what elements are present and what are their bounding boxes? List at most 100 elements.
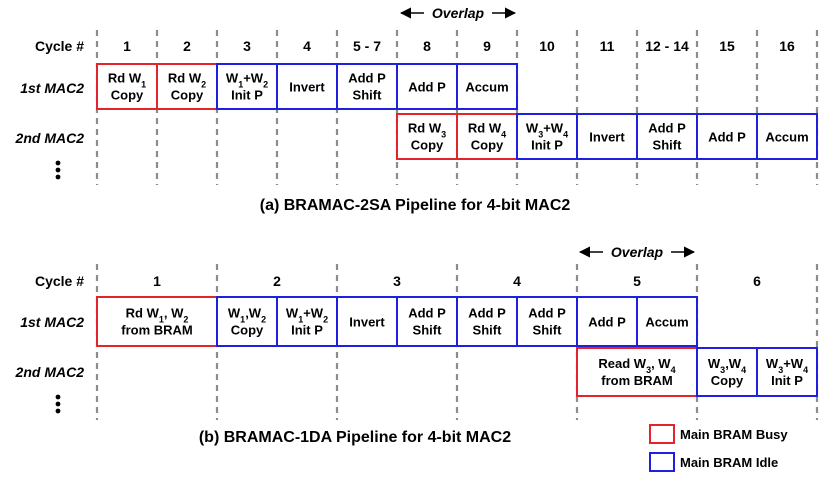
stage-label: Accum — [765, 130, 808, 145]
row-label-2nd-b: 2nd MAC2 — [15, 364, 85, 380]
legend: Main BRAM Busy Main BRAM Idle — [649, 424, 788, 472]
pipeline-stage: Invert — [336, 296, 398, 347]
stage-label: Shift — [653, 138, 683, 153]
stage-label: W1+W2 — [226, 71, 268, 90]
stage-box-idle — [216, 63, 278, 110]
stage-box-idle — [516, 296, 578, 347]
stage-label: Copy — [711, 373, 744, 388]
pipeline-stage: Invert — [576, 113, 638, 160]
stage-label: Rd W2 — [168, 71, 206, 90]
stage-label: Shift — [413, 323, 443, 338]
pipeline-stage: Accum — [456, 63, 518, 110]
stage-label: W1+W2 — [286, 306, 328, 325]
stage-label: Read W3, W4 — [598, 356, 675, 375]
stage-label: Init P — [531, 138, 563, 153]
cycle-number: 2 — [273, 273, 281, 289]
stage-label: W3,W4 — [708, 356, 746, 375]
stage-box-idle — [396, 296, 458, 347]
pipeline-stage: Add P Shift — [516, 296, 578, 347]
stage-box-idle — [216, 296, 278, 347]
stage-label: Add P — [468, 306, 506, 321]
stage-box-busy — [456, 113, 518, 160]
stage-label: W3+W4 — [526, 121, 568, 140]
cycle-number: 4 — [513, 273, 521, 289]
cycle-number: 9 — [483, 38, 491, 54]
stage-box-idle — [516, 113, 578, 160]
cycle-number: 4 — [303, 38, 311, 54]
pipeline-stage: Add P Shift — [396, 296, 458, 347]
stage-label: Shift — [533, 323, 563, 338]
caption-a: (a) BRAMAC-2SA Pipeline for 4-bit MAC2 — [260, 197, 571, 214]
cycle-number: 8 — [423, 38, 431, 54]
cycle-number: 2 — [183, 38, 191, 54]
cycle-number: 1 — [123, 38, 131, 54]
pipeline-stage: Add P — [696, 113, 758, 160]
stage-label: Invert — [589, 130, 625, 145]
row-label-2nd-a: 2nd MAC2 — [15, 130, 85, 146]
cycle-numbers-b: 1 2 3 4 5 6 — [153, 273, 761, 289]
stage-label: Copy — [411, 138, 444, 153]
cycle-number: 6 — [753, 273, 761, 289]
stage-box-idle — [576, 113, 638, 160]
stage-label: Init P — [771, 373, 803, 388]
stage-box-idle — [396, 63, 458, 110]
stage-label: Init P — [231, 88, 263, 103]
legend-swatch-idle — [649, 452, 675, 472]
stage-box-idle — [456, 63, 518, 110]
cycle-number: 5 — [633, 273, 641, 289]
stage-box-idle — [636, 113, 698, 160]
stage-label: Add P — [588, 315, 626, 330]
stage-box-busy — [96, 296, 218, 347]
cycle-number: 11 — [600, 38, 615, 54]
stage-box-busy — [96, 63, 158, 110]
caption-b: (b) BRAMAC-1DA Pipeline for 4-bit MAC2 — [199, 429, 511, 446]
stage-label: Shift — [353, 88, 383, 103]
pipeline-stage: Add P Shift — [456, 296, 518, 347]
cycle-number: 3 — [393, 273, 401, 289]
stage-box-idle — [576, 296, 638, 347]
stage-label: Add P — [708, 130, 746, 145]
legend-label-idle: Main BRAM Idle — [680, 455, 778, 470]
stage-label: Add P — [348, 71, 386, 86]
stage-label: Invert — [349, 315, 385, 330]
stage-label: Add P — [528, 306, 566, 321]
stage-label: Rd W1, W2 — [126, 306, 189, 325]
stage-label: Copy — [471, 138, 504, 153]
stage-label: Add P — [648, 121, 686, 136]
stage-label: W3+W4 — [766, 356, 808, 375]
cycle-label-a: Cycle # — [35, 38, 84, 54]
stage-label: Shift — [473, 323, 503, 338]
stage-label: Rd W4 — [468, 121, 506, 140]
pipeline-stage: Add P — [396, 63, 458, 110]
stage-label: from BRAM — [601, 373, 673, 388]
stage-box-busy — [156, 63, 218, 110]
stage-label: Add P — [408, 306, 446, 321]
pipeline-stage: Add P Shift — [636, 113, 698, 160]
cycle-number: 3 — [243, 38, 251, 54]
overlap-b: Overlap — [578, 243, 696, 261]
cycle-number: 15 — [719, 38, 735, 54]
pipeline-stage: Invert — [276, 63, 338, 110]
pipeline-stage: Accum — [636, 296, 698, 347]
stage-label: Rd W3 — [408, 121, 446, 140]
cycle-number: 5 - 7 — [353, 38, 381, 54]
overlap-a: Overlap — [399, 4, 517, 22]
stage-box-busy — [576, 347, 698, 397]
stage-label: Copy — [111, 88, 144, 103]
stage-box-idle — [636, 296, 698, 347]
cycle-number: 1 — [153, 273, 161, 289]
